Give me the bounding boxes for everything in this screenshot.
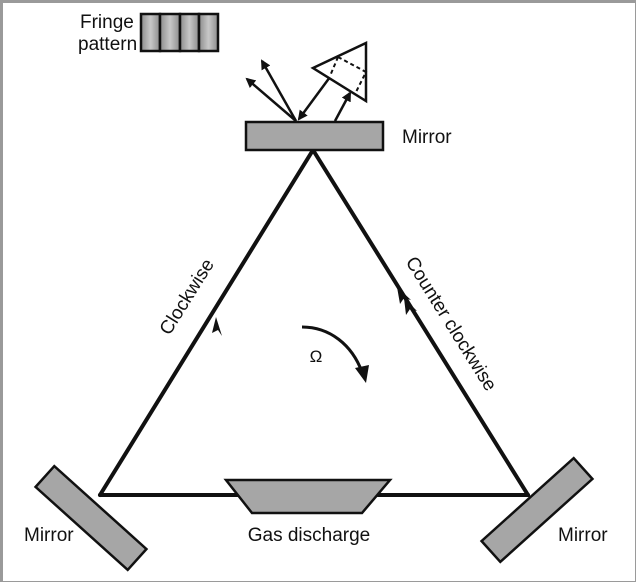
output-beams [245,59,352,122]
counter-clockwise-arrow-icon-2 [404,298,417,315]
fringe-label-line2: pattern [78,34,137,55]
fringe-label-line1: Fringe [80,12,134,33]
left-mirror [33,464,149,572]
rotation-arrow-icon [301,325,364,373]
right-mirror-label: Mirror [558,525,608,546]
fringe-cell [158,12,182,53]
prism [310,41,368,104]
prism-input-beam [333,91,352,122]
counter-clockwise-arrow-icon [397,287,411,304]
gas-discharge-tube [223,478,393,515]
clockwise-label: Clockwise [156,255,219,339]
fringe-cell [197,12,220,53]
fringe-pattern [139,12,220,53]
omega-label: Ω [310,347,323,366]
fringe-cell [139,12,162,53]
clockwise-beam [98,148,315,497]
top-mirror [244,120,385,152]
beam-path [98,148,530,497]
rotation-arrowhead-icon [355,365,369,383]
prism-triangle [310,41,368,104]
left-mirror-label: Mirror [24,525,74,546]
counter-clockwise-beam [311,148,530,497]
gas-discharge-label: Gas discharge [248,525,371,546]
top-mirror-label: Mirror [402,127,452,148]
fringe-cell [178,12,201,53]
right-mirror [479,456,595,564]
reflected-beam-1 [245,77,297,122]
prism-return-beam [297,76,332,121]
prism-internal-path [329,56,368,93]
clockwise-arrow-icon [212,317,222,336]
reflected-beam-2 [260,59,298,122]
